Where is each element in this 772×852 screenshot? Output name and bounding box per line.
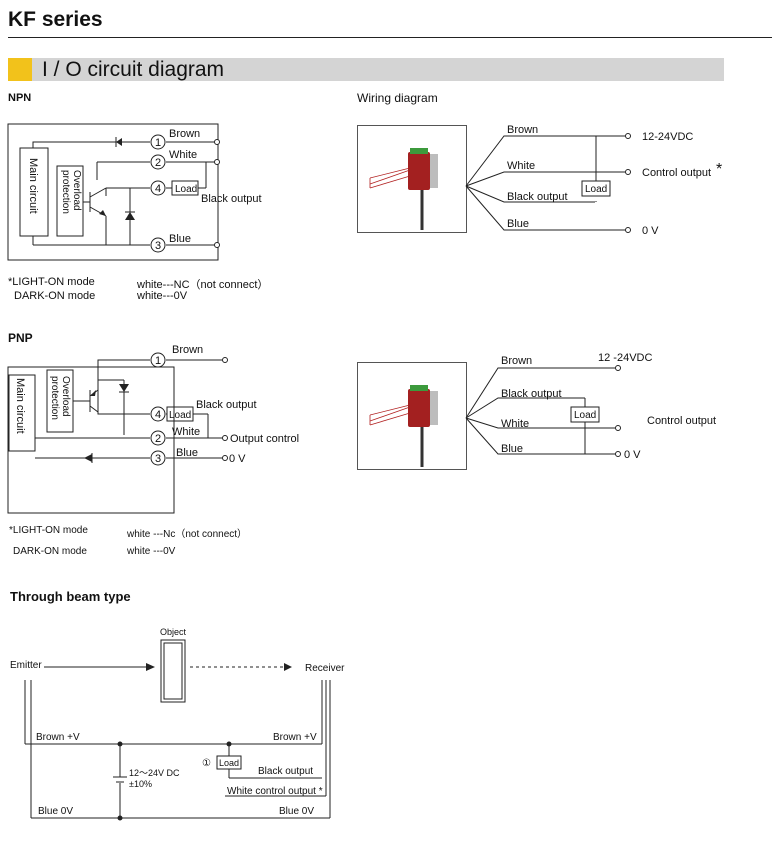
pnp-wire-white: White: [172, 426, 200, 438]
npn-light-on-value: white---NC（not connect）: [137, 279, 269, 291]
tb-white-control-output: White control output *: [227, 786, 323, 797]
npn-wire-blue: Blue: [169, 233, 191, 245]
npn-pin-4: 4: [155, 183, 161, 195]
tb-emitter: Emitter: [10, 660, 42, 671]
pnp-main-circuit: Main circuit: [14, 378, 26, 434]
npn-wiring-blue: Blue: [507, 218, 529, 230]
pnp-wiring-zero-v: 0 V: [624, 449, 641, 461]
npn-dark-on-mode: DARK-ON mode: [14, 290, 96, 302]
tb-supply-voltage: 12～24V DC: [129, 768, 180, 778]
npn-heading: NPN: [8, 92, 32, 104]
tb-brown-right: Brown +V: [273, 732, 317, 743]
pnp-heading: PNP: [8, 331, 33, 345]
npn-pin-1: 1: [155, 137, 161, 149]
npn-black-output: Black output: [201, 193, 262, 205]
npn-wiring-zero-v: 0 V: [642, 225, 659, 237]
pnp-dark-on-value: white ---0V: [127, 546, 176, 557]
sensor-image-icon: [369, 148, 438, 230]
pnp-wire-blue: Blue: [176, 447, 198, 459]
section-band: [8, 58, 724, 81]
npn-pin-2: 2: [155, 157, 161, 169]
pnp-pin-1: 1: [155, 355, 161, 367]
pnp-wiring-diagram: Brown 12 -24VDC Black output White Blue …: [465, 352, 716, 461]
npn-load: Load: [175, 184, 197, 195]
pnp-wiring-brown: Brown: [501, 355, 532, 367]
npn-main-circuit: Main circuit: [27, 158, 39, 214]
tb-receiver: Receiver: [305, 663, 345, 674]
pnp-wiring-control-output: Control output: [647, 415, 716, 427]
npn-circuit-diagram: 1 2 4 3 Brown White Blue Load Black outp…: [7, 123, 262, 261]
pnp-wire-brown: Brown: [172, 344, 203, 356]
pnp-overload-line2: protection: [49, 376, 60, 420]
through-beam-heading: Through beam type: [10, 589, 131, 604]
npn-wire-brown: Brown: [169, 128, 200, 140]
pnp-wiring-white: White: [501, 418, 529, 430]
npn-wire-white: White: [169, 149, 197, 161]
sensor-image-icon: [369, 385, 438, 467]
through-beam-diagram: Object Emitter Receiver Brown +V Brown +…: [10, 627, 345, 821]
pnp-pin-4: 4: [155, 409, 161, 421]
tb-object: Object: [160, 627, 187, 637]
pnp-black-output: Black output: [196, 399, 257, 411]
pnp-wiring-load: Load: [574, 410, 596, 421]
npn-light-on-mode: *LIGHT-ON mode: [8, 276, 95, 288]
pnp-dark-on-mode: DARK-ON mode: [13, 546, 87, 557]
tb-load-number: ①: [202, 758, 211, 769]
section-accent-mark: [8, 58, 32, 81]
pnp-wiring-black-output: Black output: [501, 388, 562, 400]
pnp-overload-line1: Overload: [60, 376, 71, 417]
npn-overload-line1: Overload: [71, 170, 82, 211]
tb-blue-left: Blue 0V: [38, 806, 73, 817]
pnp-load: Load: [169, 410, 191, 421]
npn-overload-line2: protection: [60, 170, 71, 214]
pnp-pin-3: 3: [155, 453, 161, 465]
tb-brown-left: Brown +V: [36, 732, 80, 743]
tb-black-output: Black output: [258, 766, 313, 777]
title-rule: [8, 37, 772, 38]
tb-supply-tolerance: ±10%: [129, 779, 152, 789]
pnp-zero-v: 0 V: [229, 453, 246, 465]
npn-wiring-control-output: Control output: [642, 167, 711, 179]
pnp-circuit-diagram: 1 4 2 3 Brown White Blue Load Black outp…: [7, 344, 299, 514]
pnp-light-on-value: white ---Nc（not connect）: [127, 529, 248, 540]
tb-load: Load: [219, 758, 239, 768]
npn-dark-on-value: white---0V: [137, 290, 188, 302]
pnp-sensor-photo: [357, 362, 467, 470]
npn-wiring-black-output: Black output: [507, 191, 568, 203]
npn-wiring-brown: Brown: [507, 124, 538, 136]
npn-wiring-load: Load: [585, 184, 607, 195]
tb-blue-right: Blue 0V: [279, 806, 314, 817]
npn-wiring-diagram: Brown White Black output Blue Load 12-24…: [465, 124, 722, 237]
pnp-wiring-blue: Blue: [501, 443, 523, 455]
pnp-wiring-vdc: 12 -24VDC: [598, 352, 652, 364]
npn-wiring-white: White: [507, 160, 535, 172]
npn-sensor-photo: [357, 125, 467, 233]
section-title: I / O circuit diagram: [42, 58, 225, 81]
npn-wiring-vdc: 12-24VDC: [642, 131, 693, 143]
pnp-light-on-mode: *LIGHT-ON mode: [9, 525, 88, 536]
npn-pin-3: 3: [155, 240, 161, 252]
pnp-output-control: Output control: [230, 433, 299, 445]
wiring-heading: Wiring diagram: [357, 91, 438, 105]
pnp-pin-2: 2: [155, 433, 161, 445]
npn-wiring-asterisk: *: [716, 161, 722, 178]
series-title: KF series: [8, 8, 103, 31]
